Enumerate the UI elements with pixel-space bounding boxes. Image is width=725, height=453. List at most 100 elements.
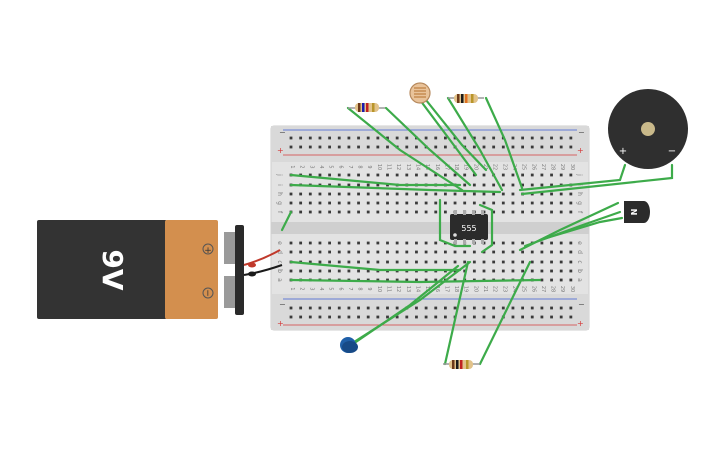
breadboard-hole[interactable] xyxy=(357,241,360,245)
breadboard-hole[interactable] xyxy=(511,136,515,140)
breadboard-hole[interactable] xyxy=(569,269,573,273)
resistor-top-left[interactable] xyxy=(348,103,385,112)
breadboard-hole[interactable] xyxy=(482,201,486,205)
breadboard-hole[interactable] xyxy=(405,315,409,319)
breadboard-hole[interactable] xyxy=(434,201,438,205)
breadboard-hole[interactable] xyxy=(318,173,322,177)
breadboard-hole[interactable] xyxy=(521,260,524,264)
wire[interactable] xyxy=(289,260,462,272)
breadboard-hole[interactable] xyxy=(395,201,399,205)
breadboard-hole[interactable] xyxy=(540,192,544,196)
breadboard-hole[interactable] xyxy=(434,241,438,245)
breadboard-hole[interactable] xyxy=(530,201,534,205)
breadboard-hole[interactable] xyxy=(463,269,467,273)
wire[interactable] xyxy=(520,163,674,196)
breadboard-hole[interactable] xyxy=(511,192,515,196)
breadboard-hole[interactable] xyxy=(424,315,428,319)
breadboard-hole[interactable] xyxy=(482,315,486,319)
breadboard-hole[interactable] xyxy=(511,315,515,319)
breadboard-hole[interactable] xyxy=(482,260,486,264)
breadboard-hole[interactable] xyxy=(318,260,322,264)
breadboard-hole[interactable] xyxy=(337,210,341,214)
breadboard-hole[interactable] xyxy=(395,315,399,319)
breadboard-hole[interactable] xyxy=(415,145,418,149)
breadboard-hole[interactable] xyxy=(395,278,399,282)
breadboard-hole[interactable] xyxy=(347,201,351,205)
breadboard-hole[interactable] xyxy=(337,183,341,187)
breadboard-hole[interactable] xyxy=(501,241,505,245)
breadboard-hole[interactable] xyxy=(318,315,322,319)
breadboard-hole[interactable] xyxy=(492,201,496,205)
breadboard-hole[interactable] xyxy=(550,269,553,273)
breadboard-hole[interactable] xyxy=(318,269,322,273)
breadboard-hole[interactable] xyxy=(366,315,370,319)
breadboard-hole[interactable] xyxy=(530,173,534,177)
breadboard-hole[interactable] xyxy=(559,201,563,205)
breadboard-hole[interactable] xyxy=(492,241,496,245)
breadboard-hole[interactable] xyxy=(337,241,341,245)
breadboard-hole[interactable] xyxy=(376,241,380,245)
breadboard-hole[interactable] xyxy=(424,210,428,214)
breadboard-hole[interactable] xyxy=(357,173,360,177)
breadboard-hole[interactable] xyxy=(569,260,573,264)
breadboard-hole[interactable] xyxy=(405,145,409,149)
breadboard-hole[interactable] xyxy=(366,260,370,264)
breadboard-hole[interactable] xyxy=(308,173,312,177)
breadboard-hole[interactable] xyxy=(530,250,534,254)
breadboard-hole[interactable] xyxy=(492,183,496,187)
breadboard-hole[interactable] xyxy=(347,183,351,187)
breadboard-hole[interactable] xyxy=(472,269,476,273)
breadboard-hole[interactable] xyxy=(357,250,360,254)
breadboard-hole[interactable] xyxy=(328,269,331,273)
breadboard-hole[interactable] xyxy=(501,145,505,149)
breadboard-hole[interactable] xyxy=(569,136,573,140)
breadboard-hole[interactable] xyxy=(347,260,351,264)
breadboard-hole[interactable] xyxy=(424,250,428,254)
breadboard-hole[interactable] xyxy=(463,192,467,196)
wire[interactable] xyxy=(446,96,504,192)
jumper-wires[interactable] xyxy=(280,96,674,366)
breadboard-hole[interactable] xyxy=(289,250,293,254)
breadboard-hole[interactable] xyxy=(289,145,293,149)
breadboard-hole[interactable] xyxy=(511,250,515,254)
breadboard-hole[interactable] xyxy=(472,250,476,254)
breadboard-hole[interactable] xyxy=(444,210,447,214)
breadboard-hole[interactable] xyxy=(424,260,428,264)
breadboard-hole[interactable] xyxy=(405,201,409,205)
breadboard-hole[interactable] xyxy=(521,315,524,319)
breadboard-hole[interactable] xyxy=(308,250,312,254)
breadboard-hole[interactable] xyxy=(299,136,303,140)
breadboard-hole[interactable] xyxy=(511,306,515,310)
resistor-top-right[interactable] xyxy=(448,94,484,103)
breadboard-hole[interactable] xyxy=(482,192,486,196)
breadboard-hole[interactable] xyxy=(289,192,293,196)
breadboard-hole[interactable] xyxy=(463,136,467,140)
breadboard-hole[interactable] xyxy=(386,260,389,264)
breadboard-hole[interactable] xyxy=(318,210,322,214)
breadboard-hole[interactable] xyxy=(550,192,553,196)
breadboard-hole[interactable] xyxy=(386,210,389,214)
breadboard-hole[interactable] xyxy=(463,315,467,319)
breadboard-hole[interactable] xyxy=(492,269,496,273)
breadboard-hole[interactable] xyxy=(347,173,351,177)
breadboard-hole[interactable] xyxy=(530,145,534,149)
breadboard-hole[interactable] xyxy=(366,136,370,140)
breadboard-hole[interactable] xyxy=(482,269,486,273)
breadboard-hole[interactable] xyxy=(308,315,312,319)
breadboard-hole[interactable] xyxy=(482,250,486,254)
breadboard-hole[interactable] xyxy=(357,192,360,196)
breadboard-hole[interactable] xyxy=(444,315,447,319)
breadboard-hole[interactable] xyxy=(386,145,389,149)
breadboard-hole[interactable] xyxy=(550,201,553,205)
breadboard-hole[interactable] xyxy=(511,210,515,214)
breadboard-hole[interactable] xyxy=(511,183,515,187)
breadboard-hole[interactable] xyxy=(424,201,428,205)
breadboard-hole[interactable] xyxy=(328,183,331,187)
breadboard-hole[interactable] xyxy=(415,201,418,205)
breadboard-hole[interactable] xyxy=(511,241,515,245)
breadboard-hole[interactable] xyxy=(540,306,544,310)
breadboard-hole[interactable] xyxy=(521,306,524,310)
breadboard-hole[interactable] xyxy=(521,250,524,254)
breadboard-hole[interactable] xyxy=(337,250,341,254)
